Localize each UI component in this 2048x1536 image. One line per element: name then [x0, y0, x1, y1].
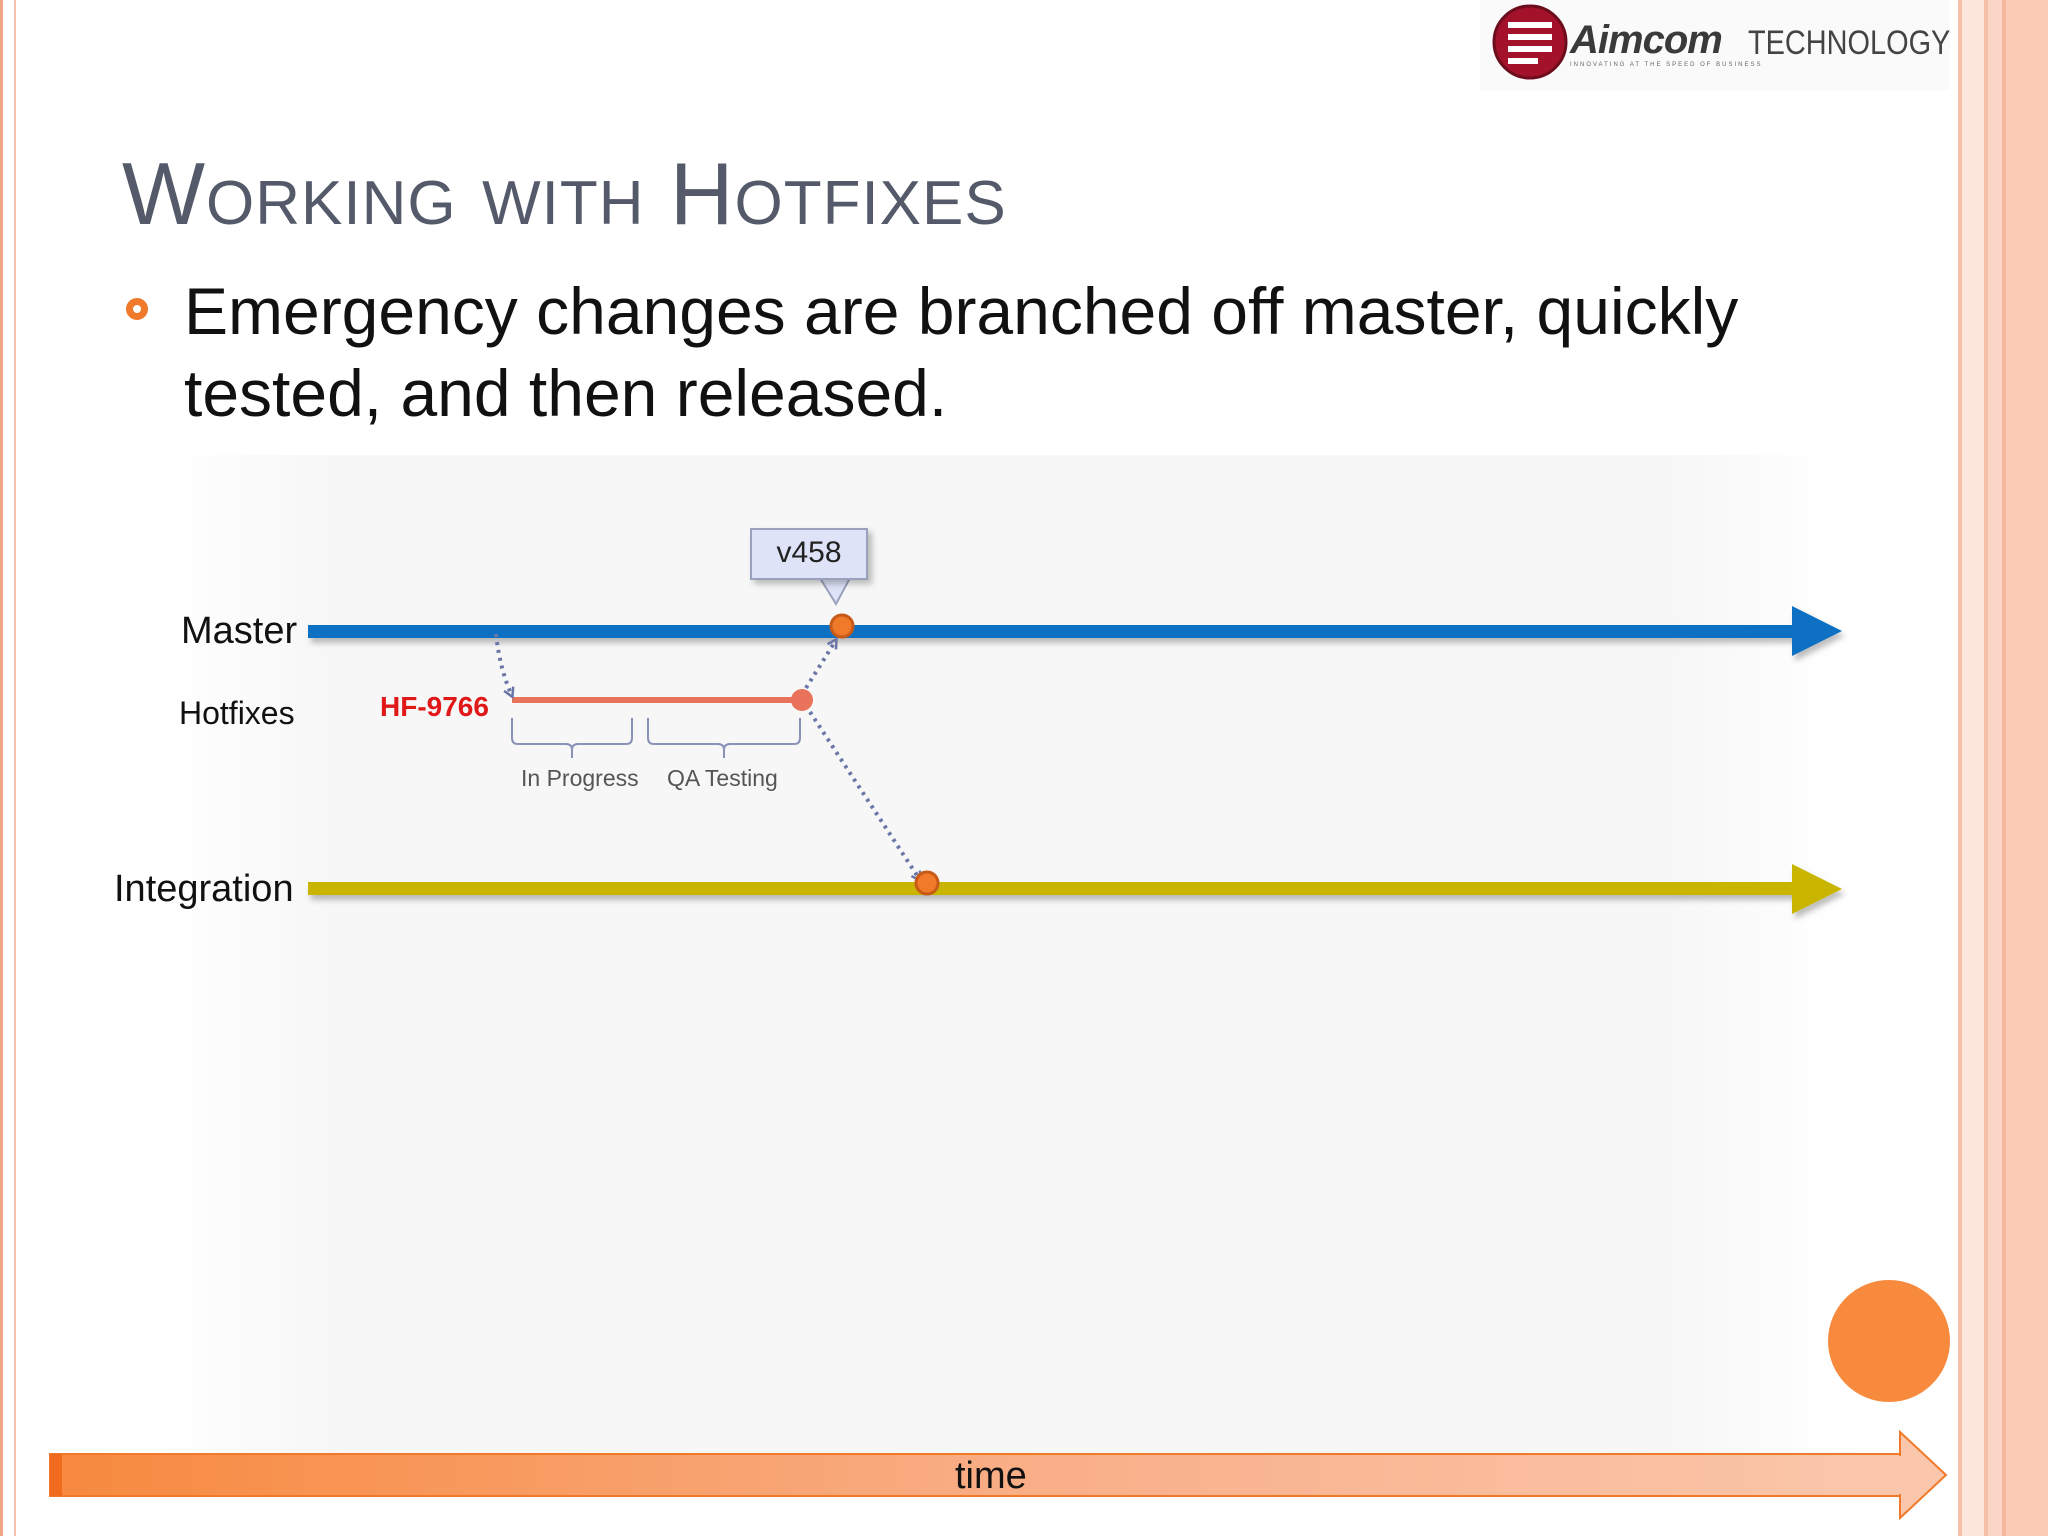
logo-technology: TECHNOLOGY: [1748, 24, 1951, 62]
right-stripe: [1984, 0, 1988, 1536]
lane-label-master: Master: [181, 610, 298, 652]
left-border-line: [0, 0, 3, 1536]
logo-tagline: INNOVATING AT THE SPEED OF BUSINESS: [1570, 62, 1763, 68]
right-stripe: [1988, 0, 2002, 1536]
slide-title: Working with Hotfixes: [122, 144, 1007, 243]
in-progress-brace: [511, 718, 633, 758]
integration-merge-point: [914, 870, 940, 896]
lane-label-hotfixes: Hotfixes: [179, 695, 295, 731]
phase-label-qa-testing: QA Testing: [667, 765, 778, 791]
time-axis-label: time: [955, 1455, 1027, 1497]
bullet-text: Emergency changes are branched off maste…: [184, 274, 1739, 430]
logo-name: Aimcom: [1570, 18, 1723, 62]
right-stripe: [2006, 0, 2048, 1536]
time-arrow: [49, 1429, 1948, 1521]
qa-testing-brace: [647, 718, 801, 758]
hotfix-id-label: HF-9766: [380, 691, 489, 722]
merge-to-integration-arrow: [808, 710, 922, 883]
left-border-line-thin: [14, 0, 16, 1536]
diagram-background: [160, 455, 1840, 1455]
bullet-circle-icon: [126, 298, 148, 320]
version-callout: [750, 528, 868, 580]
version-tag: v458: [776, 536, 842, 569]
lane-label-integration: Integration: [114, 868, 294, 910]
integration-branch-line: [308, 864, 1842, 914]
logo-emblem-icon: [1492, 4, 1568, 80]
phase-label-in-progress: In Progress: [521, 765, 639, 791]
master-merge-point: [829, 613, 855, 639]
company-logo: [1480, 0, 1950, 90]
version-callout-pointer: [818, 577, 852, 607]
right-stripe: [2002, 0, 2006, 1536]
decorative-circle: [1828, 1280, 1950, 1402]
master-branch-line: [308, 606, 1842, 656]
merge-to-master-arrow: [804, 636, 838, 690]
right-stripe: [1958, 0, 1962, 1536]
branch-off-arrow: [494, 633, 515, 700]
hotfix-end-point: [791, 689, 813, 711]
right-stripe: [1962, 0, 1984, 1536]
